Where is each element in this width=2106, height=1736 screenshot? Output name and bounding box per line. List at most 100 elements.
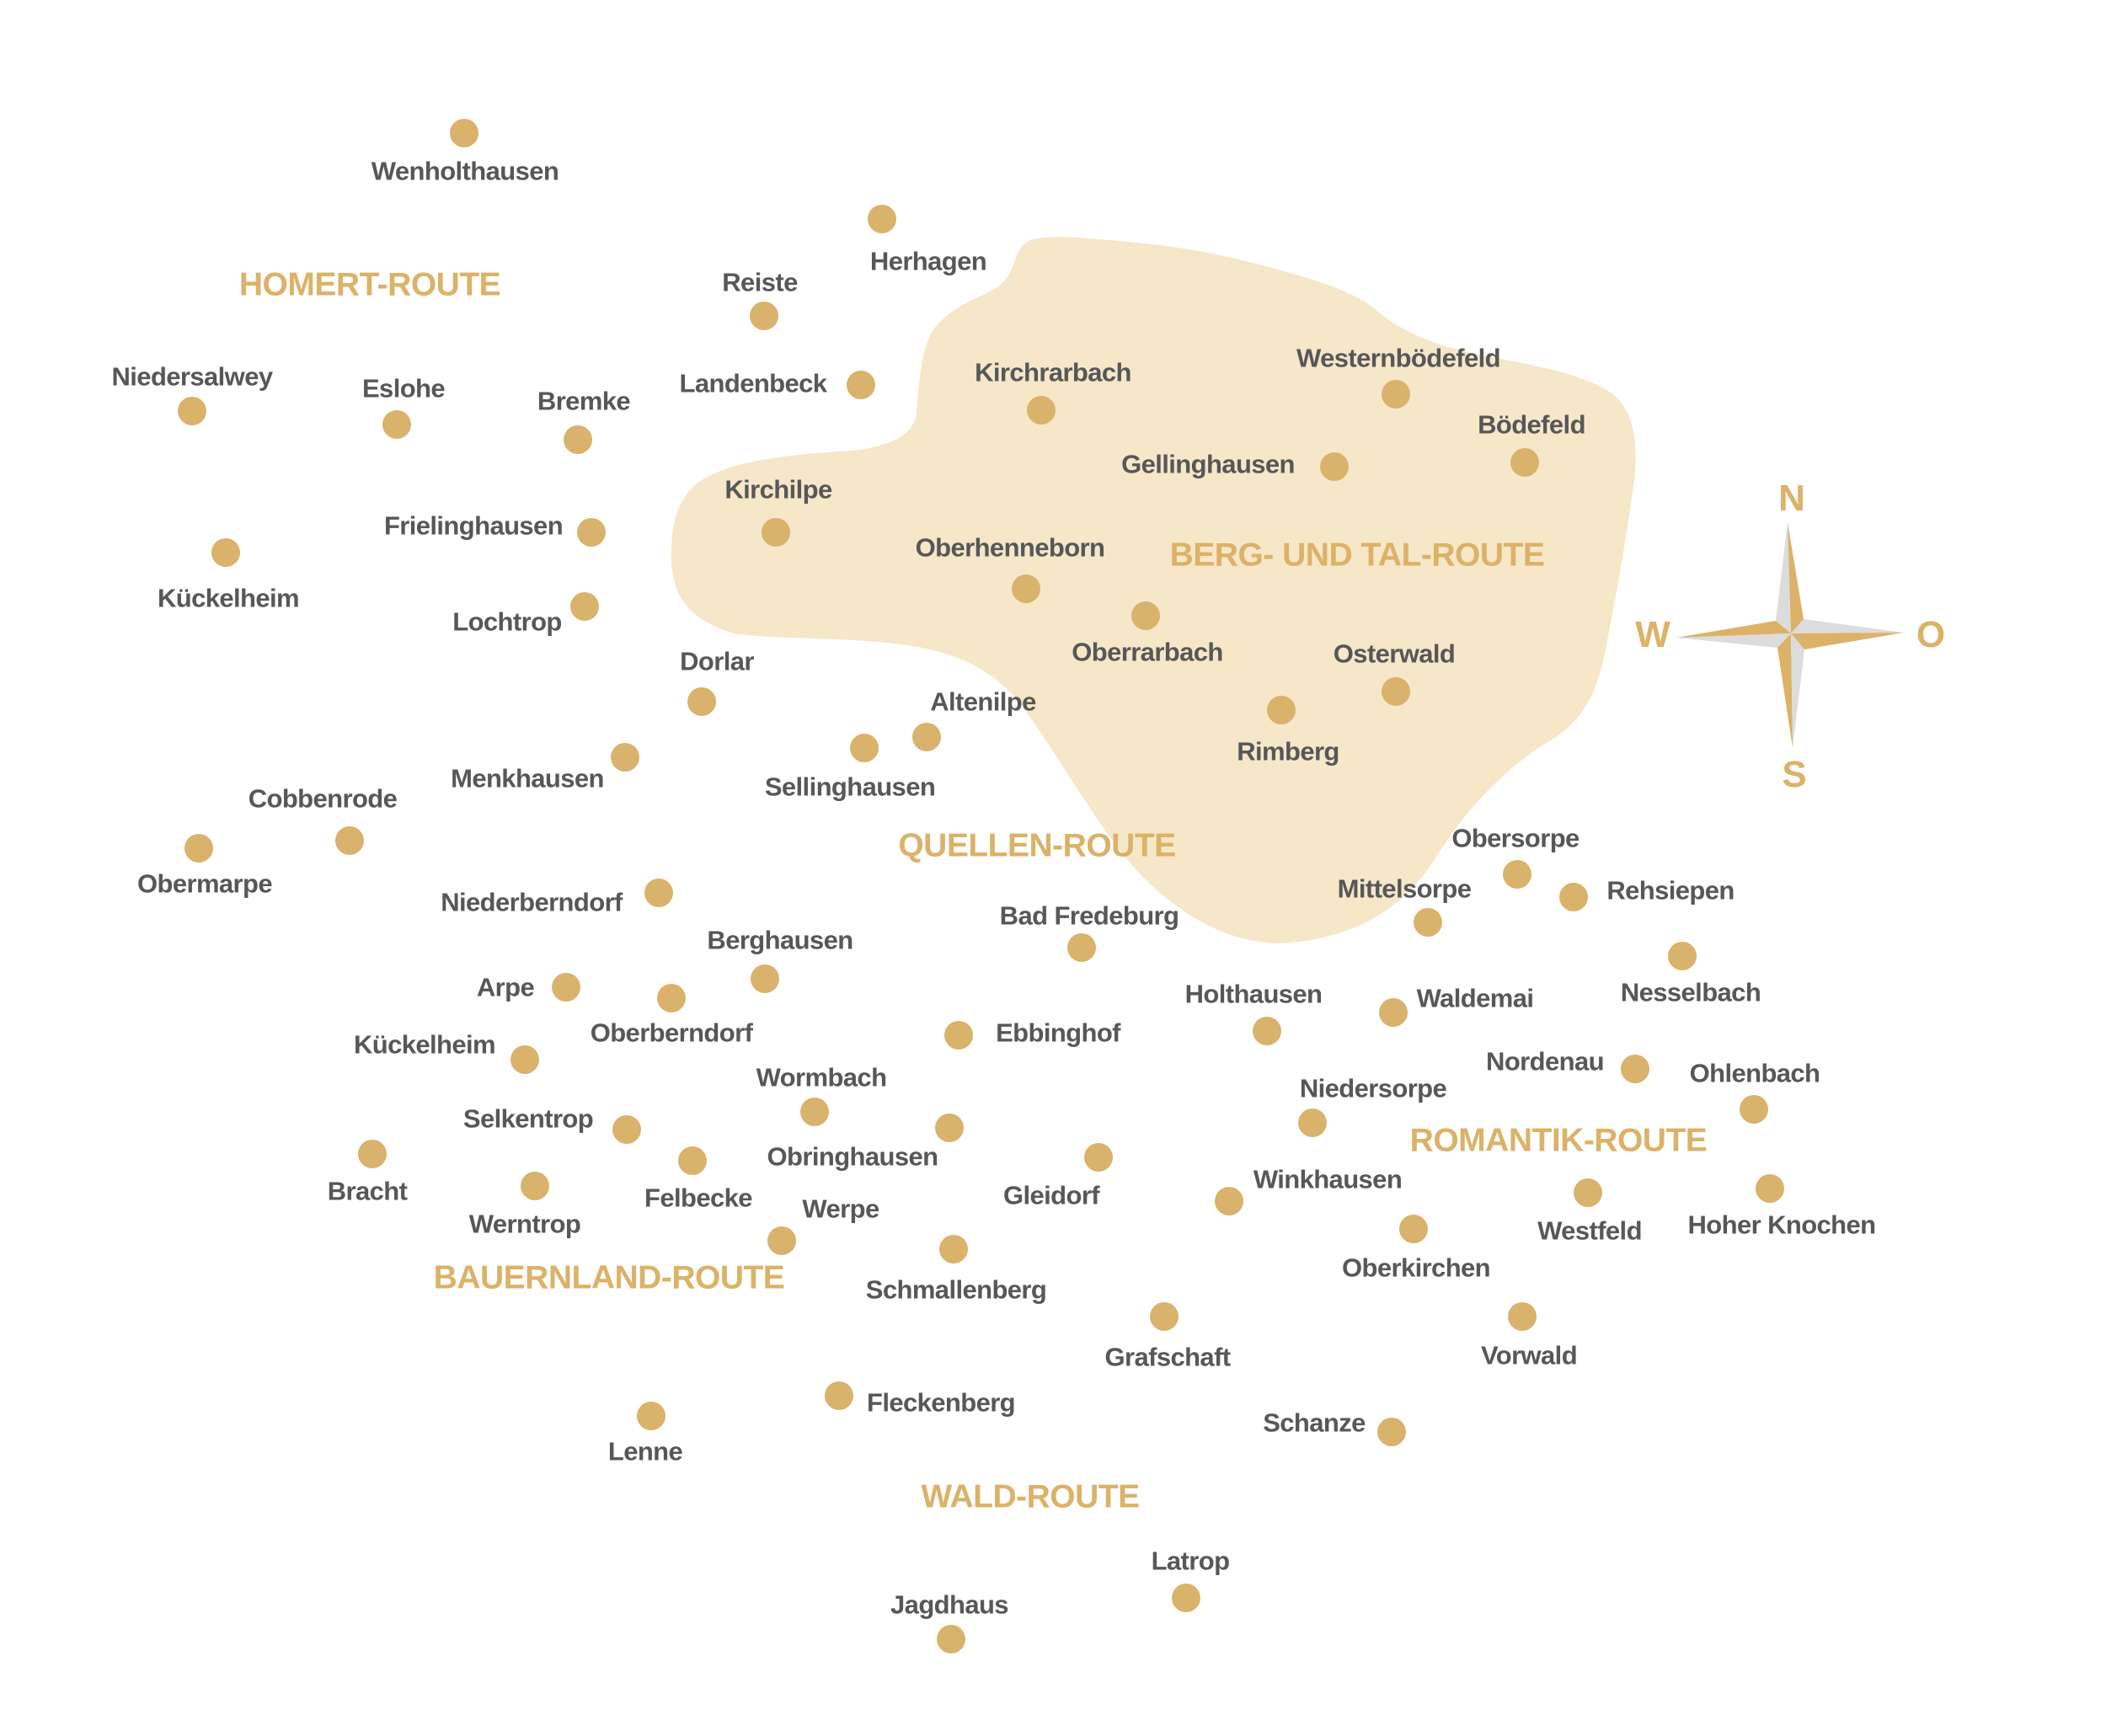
place-marker-obersorpe[interactable] (1503, 860, 1531, 889)
place-label-ohlenbach[interactable]: Ohlenbach (1689, 1058, 1820, 1088)
route-label-bauernland-route[interactable]: BAUERNLAND-ROUTE (433, 1259, 785, 1296)
place-label-arpe[interactable]: Arpe (476, 972, 535, 1002)
place-label-dorlar[interactable]: Dorlar (680, 646, 754, 676)
place-marker-winkhausen[interactable] (1215, 1187, 1243, 1215)
place-label-nesselbach[interactable]: Nesselbach (1620, 977, 1761, 1007)
place-marker-kirchrarbach[interactable] (1027, 396, 1056, 425)
place-marker-obringhausen[interactable] (935, 1114, 964, 1142)
place-marker-felbecke[interactable] (678, 1146, 707, 1175)
place-marker-osterwald[interactable] (1382, 677, 1410, 706)
place-label-kirchilpe[interactable]: Kirchilpe (724, 474, 832, 505)
place-label-niedersalwey[interactable]: Niedersalwey (111, 361, 274, 392)
place-marker-holthausen[interactable] (1253, 1017, 1281, 1045)
place-marker-eslohe[interactable] (382, 410, 411, 439)
place-marker-boedefeld[interactable] (1510, 448, 1539, 477)
place-label-nordenau[interactable]: Nordenau (1486, 1046, 1604, 1076)
place-marker-lochtrop[interactable] (570, 592, 599, 621)
place-label-wormbach[interactable]: Wormbach (756, 1062, 887, 1092)
place-marker-altenilpe[interactable] (912, 723, 941, 751)
place-label-bracht[interactable]: Bracht (327, 1176, 408, 1206)
place-marker-obermarpe[interactable] (184, 834, 213, 863)
place-label-boedefeld[interactable]: Bödefeld (1478, 409, 1585, 440)
place-marker-niedersorpe[interactable] (1298, 1108, 1327, 1137)
place-label-landenbeck[interactable]: Landenbeck (679, 368, 827, 398)
place-marker-bracht[interactable] (358, 1140, 387, 1168)
place-label-schanze[interactable]: Schanze (1263, 1407, 1366, 1438)
place-label-oberkirchen[interactable]: Oberkirchen (1341, 1253, 1491, 1283)
place-label-rimberg[interactable]: Rimberg (1237, 736, 1339, 767)
place-marker-werpe[interactable] (767, 1226, 796, 1255)
place-label-kueckelheim[interactable]: Kückelheim (157, 583, 300, 613)
place-label-westfeld[interactable]: Westfeld (1537, 1215, 1642, 1246)
place-marker-schmallenberg[interactable] (939, 1235, 968, 1263)
place-marker-rimberg[interactable] (1267, 696, 1296, 724)
place-marker-fleckenberg[interactable] (825, 1381, 853, 1410)
place-marker-ohlenbach[interactable] (1740, 1095, 1768, 1124)
place-label-sellinghausen[interactable]: Sellinghausen (764, 772, 936, 802)
place-label-ebbinghof[interactable]: Ebbinghof (996, 1018, 1120, 1048)
place-label-felbecke[interactable]: Felbecke (644, 1183, 752, 1213)
route-label-wald-route[interactable]: WALD-ROUTE (921, 1478, 1140, 1515)
place-label-wenholthausen[interactable]: Wenholthausen (371, 156, 559, 186)
route-label-romantik-route[interactable]: ROMANTIK-ROUTE (1409, 1122, 1708, 1159)
place-marker-sellinghausen[interactable] (850, 734, 879, 762)
place-marker-kueckelheim[interactable] (510, 1045, 539, 1074)
place-label-gellinghausen[interactable]: Gellinghausen (1121, 449, 1295, 479)
place-marker-waldemai[interactable] (1379, 998, 1408, 1027)
place-marker-gellinghausen[interactable] (1320, 452, 1349, 481)
place-label-westernboedefeld[interactable]: Westernbödefeld (1296, 343, 1501, 373)
place-marker-schanze[interactable] (1377, 1418, 1406, 1446)
route-label-homert-route[interactable]: HOMERT-ROUTE (238, 266, 501, 303)
place-marker-oberhenneborn[interactable] (1012, 574, 1040, 603)
place-label-schmallenberg[interactable]: Schmallenberg (865, 1274, 1047, 1305)
place-label-menkhausen[interactable]: Menkhausen (451, 763, 604, 793)
place-marker-kirchilpe[interactable] (762, 518, 790, 547)
place-marker-herhagen[interactable] (868, 205, 896, 233)
place-marker-wormbach[interactable] (800, 1098, 829, 1126)
place-label-herhagen[interactable]: Herhagen (869, 246, 987, 276)
place-label-altenilpe[interactable]: Altenilpe (930, 686, 1036, 717)
place-label-oberhenneborn[interactable]: Oberhenneborn (915, 532, 1105, 563)
place-marker-grafschaft[interactable] (1150, 1302, 1179, 1331)
place-marker-reiste[interactable] (750, 302, 778, 330)
route-label-berg-und-tal-route[interactable]: BERG- UND TAL-ROUTE (1169, 537, 1545, 574)
place-label-berghausen[interactable]: Berghausen (707, 925, 853, 955)
place-label-rehsiepen[interactable]: Rehsiepen (1606, 875, 1735, 905)
place-label-latrop[interactable]: Latrop (1151, 1546, 1230, 1576)
place-label-kueckelheim[interactable]: Kückelheim (353, 1029, 496, 1060)
place-marker-werntrop[interactable] (521, 1172, 549, 1200)
place-marker-lenne[interactable] (637, 1402, 665, 1430)
place-label-gleidorf[interactable]: Gleidorf (1002, 1180, 1100, 1210)
place-marker-hoher-knochen[interactable] (1756, 1174, 1784, 1203)
place-marker-mittelsorpe[interactable] (1414, 908, 1442, 937)
place-marker-bremke[interactable] (564, 425, 592, 454)
place-marker-latrop[interactable] (1172, 1584, 1200, 1612)
place-marker-rehsiepen[interactable] (1559, 883, 1588, 911)
place-marker-arpe[interactable] (552, 973, 580, 1002)
place-marker-oberberndorf[interactable] (657, 984, 686, 1012)
place-label-cobbenrode[interactable]: Cobbenrode (248, 783, 398, 814)
place-marker-bad-fredeburg[interactable] (1067, 933, 1096, 962)
place-marker-menkhausen[interactable] (611, 743, 639, 772)
place-label-kirchrarbach[interactable]: Kirchrarbach (975, 357, 1131, 387)
place-label-reiste[interactable]: Reiste (722, 267, 798, 297)
place-label-niedersorpe[interactable]: Niedersorpe (1299, 1073, 1447, 1103)
place-marker-westfeld[interactable] (1574, 1178, 1602, 1207)
place-marker-kueckelheim[interactable] (211, 538, 240, 567)
place-label-hoher-knochen[interactable]: Hoher Knochen (1687, 1210, 1877, 1240)
place-marker-wenholthausen[interactable] (450, 119, 478, 147)
place-marker-oberrarbach[interactable] (1131, 601, 1160, 630)
place-label-fleckenberg[interactable]: Fleckenberg (866, 1387, 1016, 1418)
place-marker-gleidorf[interactable] (1084, 1143, 1113, 1172)
place-label-lochtrop[interactable]: Lochtrop (452, 606, 562, 637)
place-label-jagdhaus[interactable]: Jagdhaus (890, 1589, 1009, 1620)
place-label-holthausen[interactable]: Holthausen (1184, 979, 1323, 1009)
place-label-bremke[interactable]: Bremke (537, 386, 631, 416)
place-label-grafschaft[interactable]: Grafschaft (1104, 1342, 1231, 1372)
place-label-waldemai[interactable]: Waldemai (1416, 983, 1534, 1013)
berg-und-tal-route-region[interactable] (671, 237, 1636, 943)
place-label-oberberndorf[interactable]: Oberberndorf (590, 1018, 753, 1048)
place-label-mittelsorpe[interactable]: Mittelsorpe (1337, 873, 1472, 904)
place-marker-selkentrop[interactable] (612, 1115, 641, 1144)
place-label-obringhausen[interactable]: Obringhausen (767, 1141, 939, 1172)
